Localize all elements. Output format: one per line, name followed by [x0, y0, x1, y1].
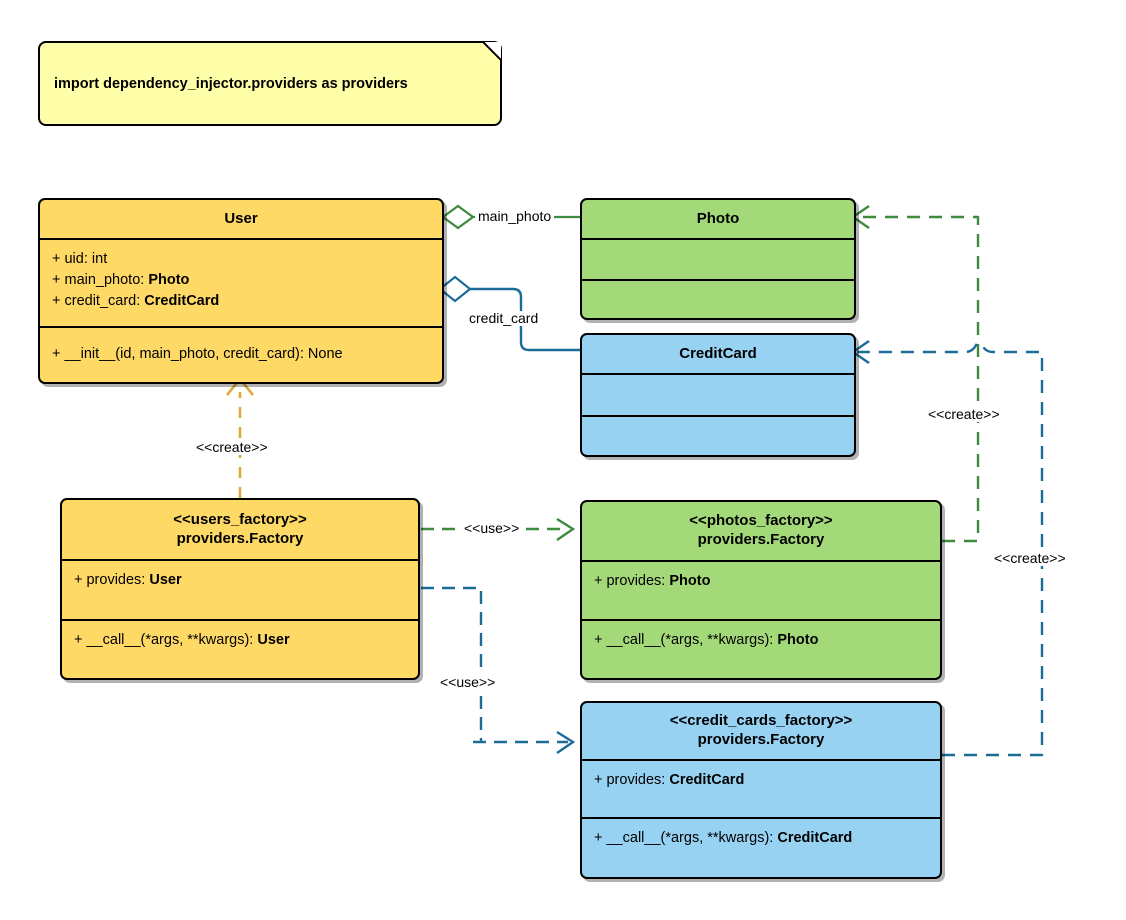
class-title-user: User	[40, 200, 442, 240]
class-box-user[interactable]: User + uid: int + main_photo: Photo + cr…	[38, 198, 444, 384]
edge-photos-factory-create-photo	[850, 205, 980, 543]
class-box-photo[interactable]: Photo	[580, 198, 856, 320]
attribute-label: + provides:	[74, 572, 150, 588]
method-label: + __call__(*args, **kwargs):	[74, 632, 258, 648]
method-return-type: User	[257, 632, 290, 648]
attribute-type: Photo	[148, 272, 190, 289]
class-attributes-photo	[582, 240, 854, 281]
attribute-row: + main_photo: Photo	[52, 270, 430, 291]
class-title-creditcard: CreditCard	[582, 335, 854, 375]
edge-label-create-card: <<create>>	[991, 550, 1069, 567]
method-row: + __call__(*args, **kwargs): CreditCard	[594, 828, 928, 849]
class-attributes-users-factory: + provides: User	[62, 561, 418, 621]
method-return-type: CreditCard	[777, 830, 853, 846]
class-box-creditcard[interactable]: CreditCard	[580, 333, 856, 457]
class-stereotype-users-factory: <<users_factory>>	[173, 510, 307, 528]
class-stereotype-credit-cards-factory: <<credit_cards_factory>>	[669, 712, 853, 730]
class-box-users-factory[interactable]: <<users_factory>> providers.Factory + pr…	[60, 498, 420, 680]
class-name-credit-cards-factory: providers.Factory	[697, 731, 825, 748]
arrowhead-use-cards	[556, 730, 576, 754]
attribute-row: + provides: CreditCard	[594, 770, 928, 791]
method-label: + __call__(*args, **kwargs):	[594, 830, 778, 846]
class-name-photos-factory: providers.Factory	[697, 531, 825, 548]
class-title-photo: Photo	[582, 200, 854, 240]
edge-users-factory-use-cards	[421, 586, 576, 754]
note-dogear-icon	[483, 42, 501, 60]
class-box-credit-cards-factory[interactable]: <<credit_cards_factory>> providers.Facto…	[580, 701, 942, 879]
attribute-type: Photo	[669, 573, 711, 589]
attribute-label: + provides:	[594, 772, 670, 788]
arrowhead-use-photos	[556, 517, 576, 541]
attribute-row: + credit_card: CreditCard	[52, 291, 430, 312]
class-name-users-factory: providers.Factory	[176, 529, 304, 547]
attribute-type: int	[91, 251, 108, 267]
method-label: + __call__(*args, **kwargs):	[594, 632, 778, 648]
class-methods-credit-cards-factory: + __call__(*args, **kwargs): CreditCard	[582, 819, 940, 877]
attribute-label: + provides:	[594, 573, 670, 589]
class-title-photos-factory: <<photos_factory>> providers.Factory	[582, 502, 940, 562]
attribute-type: User	[149, 572, 182, 588]
class-methods-creditcard	[582, 417, 854, 455]
class-attributes-creditcard	[582, 375, 854, 417]
edge-label-credit-card: credit_card	[466, 310, 542, 327]
edge-line-create-photo	[856, 215, 980, 543]
method-return-type: Photo	[777, 632, 819, 648]
class-methods-photos-factory: + __call__(*args, **kwargs): Photo	[582, 621, 940, 678]
class-name-photo: Photo	[696, 209, 740, 227]
attribute-label: + main_photo:	[52, 272, 149, 289]
method-row: + __init__(id, main_photo, credit_card):…	[52, 344, 343, 365]
edge-label-main-photo: main_photo	[475, 208, 555, 225]
class-attributes-credit-cards-factory: + provides: CreditCard	[582, 761, 940, 819]
class-name-creditcard: CreditCard	[679, 344, 757, 362]
edge-label-use-cards: <<use>>	[437, 674, 499, 691]
class-methods-users-factory: + __call__(*args, **kwargs): User	[62, 621, 418, 678]
attribute-label: + credit_card:	[52, 293, 145, 310]
class-attributes-photos-factory: + provides: Photo	[582, 562, 940, 621]
edge-line-use-cards-vertical	[421, 586, 483, 742]
class-stereotype-photos-factory: <<photos_factory>>	[689, 512, 833, 530]
method-row: + __call__(*args, **kwargs): User	[74, 630, 406, 651]
aggregation-diamond-credit-card	[438, 275, 472, 303]
attribute-row: + uid: int	[52, 249, 430, 270]
attribute-row: + provides: Photo	[594, 571, 928, 592]
attribute-row: + provides: User	[74, 570, 406, 591]
note-text: import dependency_injector.providers as …	[54, 75, 408, 92]
class-title-users-factory: <<users_factory>> providers.Factory	[62, 500, 418, 561]
class-title-credit-cards-factory: <<credit_cards_factory>> providers.Facto…	[582, 703, 940, 761]
attribute-label: + uid:	[52, 251, 92, 267]
aggregation-diamond-main-photo	[441, 204, 475, 230]
method-row: + __call__(*args, **kwargs): Photo	[594, 630, 928, 651]
edge-label-use-photos: <<use>>	[461, 520, 523, 537]
class-box-photos-factory[interactable]: <<photos_factory>> providers.Factory + p…	[580, 500, 942, 680]
note-import-statement: import dependency_injector.providers as …	[38, 41, 502, 126]
method-label: + __init__(id, main_photo, credit_card):…	[52, 346, 343, 363]
class-attributes-user: + uid: int + main_photo: Photo + credit_…	[40, 240, 442, 328]
edge-label-create-user: <<create>>	[193, 439, 271, 456]
class-methods-photo	[582, 281, 854, 318]
attribute-type: CreditCard	[669, 772, 745, 788]
attribute-type: CreditCard	[144, 293, 220, 310]
class-methods-user: + __init__(id, main_photo, credit_card):…	[40, 328, 442, 382]
edge-label-create-photo: <<create>>	[925, 406, 1003, 423]
class-name-user: User	[224, 209, 258, 227]
